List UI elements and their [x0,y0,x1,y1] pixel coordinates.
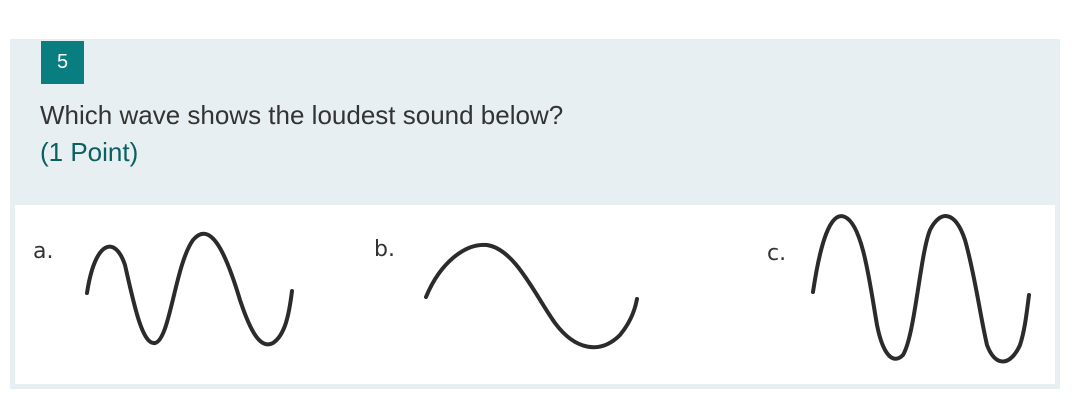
wave-c-icon [811,214,1031,364]
option-label-b: b. [374,237,395,262]
wave-b-icon [424,242,639,350]
option-label-a: a. [33,239,54,264]
question-card: 5 Which wave shows the loudest sound bel… [10,39,1060,389]
question-text: Which wave shows the loudest sound below… [40,100,564,130]
waves-figure [85,214,1031,364]
option-label-c: c. [767,241,787,266]
question-number-badge: 5 [41,41,84,84]
wave-a-icon [85,231,294,347]
question-points: (1 Point) [40,137,139,167]
question-image: a. b. c. [15,205,1055,384]
